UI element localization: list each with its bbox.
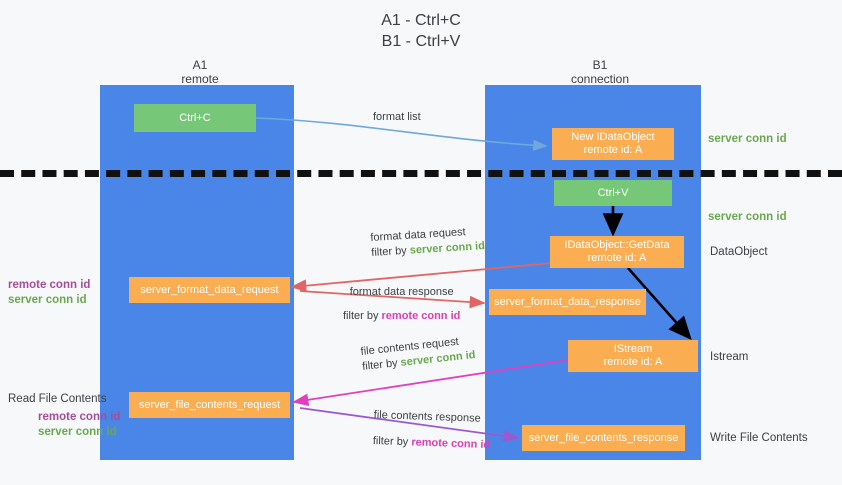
box-ctrl-v-label: Ctrl+V — [597, 186, 629, 199]
left-label-server-conn-id-2: server conn id — [38, 426, 117, 438]
title-line-1: A1 - Ctrl+C — [381, 12, 461, 29]
annotation-file-contents-response: file contents response filter by remote … — [373, 408, 492, 453]
box-idataobject-getdata[interactable]: IDataObject::GetData remote id: A — [550, 236, 684, 268]
filter-prefix: filter by — [370, 244, 411, 259]
box-server-file-contents-request-label: server_file_contents_request — [138, 398, 281, 411]
box-server-format-data-request[interactable]: server_format_data_request — [129, 277, 290, 303]
lane-header-a1-name: A1 — [192, 58, 208, 72]
box-istream-line2: remote id: A — [603, 356, 663, 368]
left-label-remote-conn-id-2: remote conn id — [38, 411, 121, 423]
box-server-file-contents-response[interactable]: server_file_contents_response — [522, 425, 685, 451]
filter-value-remote-conn-id: remote conn id — [411, 436, 491, 452]
page-title: A1 - Ctrl+C B1 - Ctrl+V — [0, 10, 842, 52]
right-label-server-conn-id-top: server conn id — [708, 133, 787, 145]
filter-value-remote-conn-id: remote conn id — [381, 310, 461, 322]
annotation-format-data-response-text: format data response — [349, 286, 454, 298]
left-label-group-file: Read File Contents remote conn id server… — [8, 392, 120, 440]
lane-header-a1-sub: remote — [181, 72, 219, 86]
filter-prefix: filter by — [361, 356, 402, 373]
box-server-format-data-response-label: server_format_data_response — [494, 295, 641, 308]
box-server-file-contents-request[interactable]: server_file_contents_request — [129, 392, 290, 418]
annotation-format-data-response-filter: filter by remote conn id — [343, 309, 460, 324]
filter-value-server-conn-id: server conn id — [409, 240, 486, 257]
box-server-file-contents-response-label: server_file_contents_response — [528, 431, 679, 444]
filter-prefix: filter by — [372, 434, 412, 449]
lane-header-b1-name: B1 — [592, 58, 608, 72]
left-label-remote-conn-id-1: remote conn id — [8, 279, 91, 291]
annotation-file-contents-request: file contents request filter by server c… — [360, 333, 476, 375]
box-istream-line1: IStream — [613, 343, 653, 355]
annotation-file-contents-response-text: file contents response — [373, 408, 481, 425]
box-ctrl-c-label: Ctrl+C — [179, 111, 211, 124]
box-server-format-data-request-label: server_format_data_request — [140, 283, 279, 296]
right-label-write-file-contents: Write File Contents — [710, 432, 808, 444]
box-new-idataobject-line2: remote id: A — [583, 144, 643, 156]
right-label-dataobject: DataObject — [710, 246, 768, 258]
right-label-server-conn-id-mid: server conn id — [708, 211, 787, 223]
box-getdata-line2: remote id: A — [587, 252, 647, 264]
box-istream[interactable]: IStream remote id: A — [568, 340, 698, 372]
lane-header-a1: A1 remote — [140, 58, 260, 86]
lane-header-b1: B1 connection — [535, 58, 665, 86]
left-label-group-format: remote conn id server conn id — [8, 278, 90, 308]
box-new-idataobject-line1: New IDataObject — [571, 131, 655, 143]
left-label-read-file-contents: Read File Contents — [8, 393, 107, 405]
box-new-idataobject[interactable]: New IDataObject remote id: A — [552, 128, 674, 160]
lane-header-b1-sub: connection — [570, 72, 630, 86]
box-server-format-data-response[interactable]: server_format_data_response — [489, 289, 646, 315]
annotation-file-contents-response-filter: filter by remote conn id — [373, 434, 491, 453]
right-label-istream: Istream — [710, 351, 749, 363]
filter-prefix: filter by — [343, 310, 382, 322]
box-getdata-line1: IDataObject::GetData — [564, 239, 670, 251]
left-label-server-conn-id-1: server conn id — [8, 294, 87, 306]
box-ctrl-c[interactable]: Ctrl+C — [134, 104, 256, 132]
phase-divider — [0, 170, 842, 177]
title-line-2: B1 - Ctrl+V — [381, 33, 461, 50]
annotation-format-data-request: format data request filter by server con… — [370, 224, 485, 261]
box-ctrl-v[interactable]: Ctrl+V — [554, 180, 672, 206]
annotation-format-list: format list — [373, 111, 421, 123]
annotation-format-data-response: format data response filter by remote co… — [343, 285, 460, 324]
